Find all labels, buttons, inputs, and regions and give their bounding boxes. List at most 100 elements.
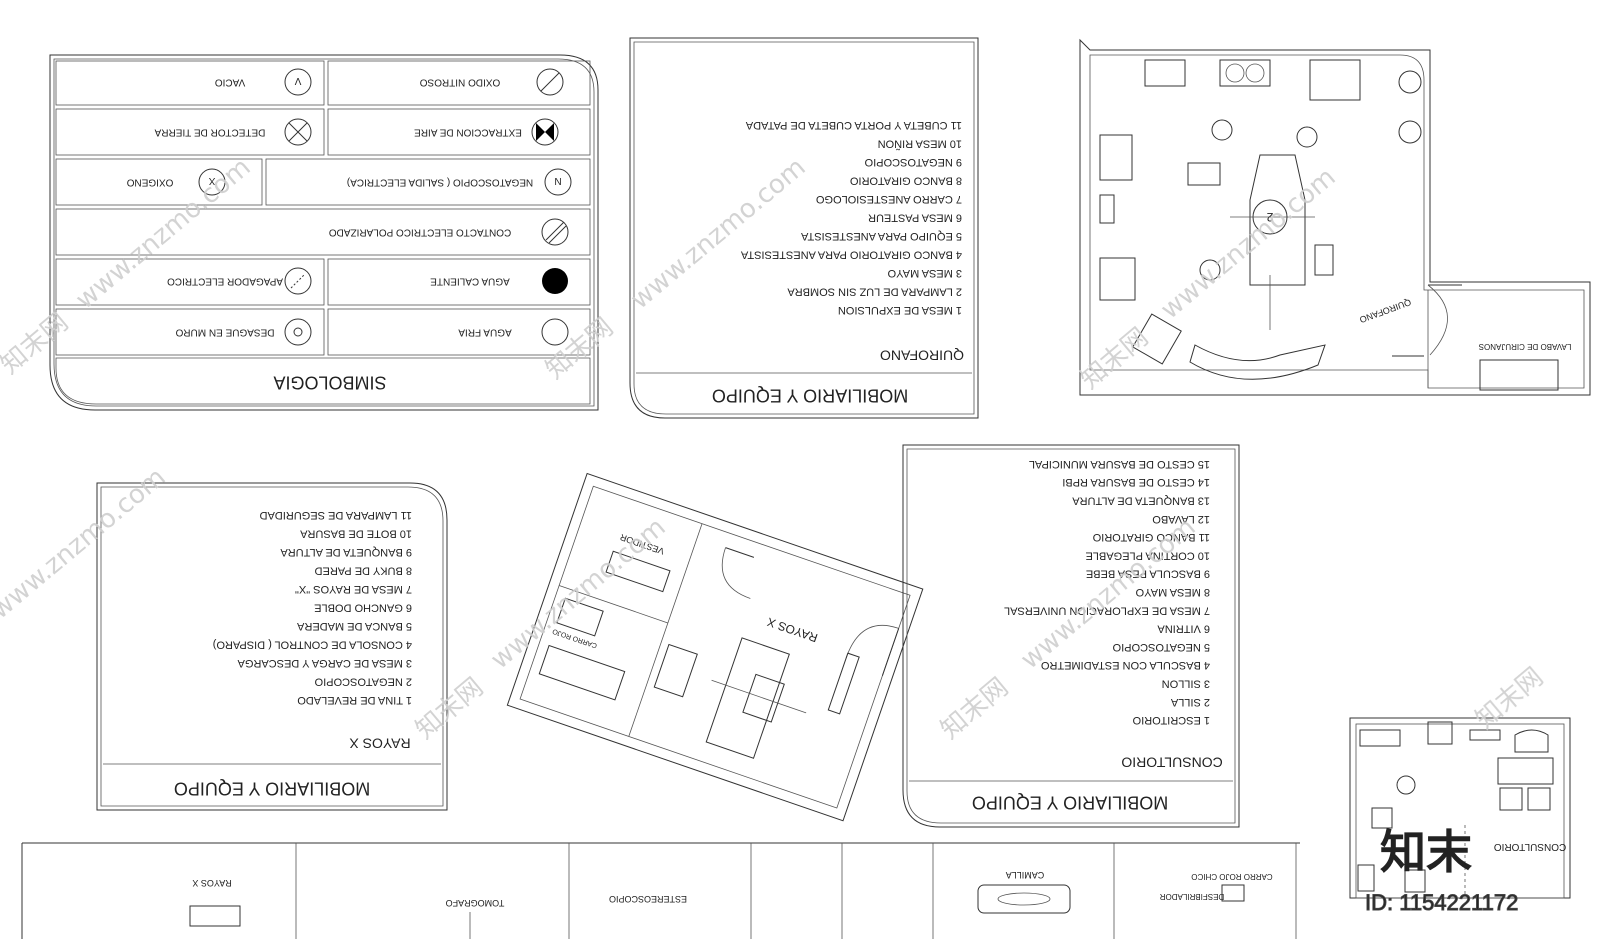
strip-label-desfibrilador: DESFIBRILADOR [1160, 892, 1225, 901]
consultorio-list-item: 15 CESTO DE BASURA MUNICIPAL [1029, 458, 1210, 470]
label-oxido-nitroso: OXIDO NITROSO [419, 76, 500, 87]
negatoscopio-letter: N [554, 175, 561, 186]
quirofano-item-list: 1 MESA DE EXPULSION 2 LAMPARA DE LUZ SIN … [740, 119, 962, 316]
label-negatoscopio: NEGATOSCOPIO ( SALIDA ELECTRICA) [347, 176, 533, 187]
watermark-site-4: www.znzmo.com [0, 462, 172, 625]
consultorio-list-item: 14 CESTO DE BASURA RPBI [1062, 476, 1210, 488]
consultorio-equipment-panel: MOBILIARIO Y EQUIPO CONSULTORIO 1 ESCRIT… [902, 444, 1240, 828]
znzmo-logo: 知末 ID: 1154221172 [1365, 825, 1519, 915]
label-oxigeno: OXIGENO [126, 176, 173, 187]
agua-caliente-icon [542, 268, 568, 294]
id-label: ID: 1154221172 [1365, 890, 1518, 915]
rayos-list-item: 2 NEGATOSCOPIO [314, 676, 412, 688]
watermark-layer: 知末网 www.znzmo.com 知末网 www.znzmo.com 知末网 … [0, 152, 1549, 745]
watermark-brand-3: 知末网 [1075, 322, 1154, 395]
apagador-icon [284, 267, 312, 295]
rayos-list-item: 5 BANCA DE MADERA [296, 620, 412, 632]
lavabo-label: LAVABO DE CIRUJANOS [1479, 342, 1572, 351]
desague-icon [284, 318, 312, 346]
consultorio-list-item: 1 ESCRITORIO [1132, 714, 1210, 726]
watermark-site-3: www.znzmo.com [1155, 162, 1341, 325]
rayos-list-subtitle: RAYOS X [349, 735, 411, 751]
quirofano-list-item: 3 MESA MAYO [887, 267, 962, 279]
label-agua-caliente: AGUA CALIENTE [430, 275, 510, 286]
consultorio-floor-plan: CONSULTORIO [1349, 717, 1571, 899]
symbology-title: SIMBOLOGIA [273, 372, 386, 392]
negatoscopio-icon [544, 168, 572, 196]
consultorio-list-item: 3 SILLON [1162, 677, 1210, 689]
consultorio-list-subtitle: CONSULTORIO [1121, 754, 1222, 770]
quirofano-list-item: 7 CARRO ANESTESIOLOGO [815, 193, 962, 205]
rayos-list-item: 8 BUKY DE PARED [315, 565, 412, 577]
quirofano-floor-plan: 2 LAVABO DE CIRUJANOS QUIROFANO [1079, 38, 1591, 396]
quirofano-list-item: 9 NEGATOSCOPIO [864, 156, 962, 168]
strip-label-estereoscopio: ESTEREOSCOPIO [609, 894, 687, 904]
quirofano-list-item: 11 CUBETA Y PORTA CUBETA DE PATADA [745, 119, 962, 131]
watermark-brand-4: 知末网 [410, 672, 489, 745]
rayos-floor-plan: RAYOS X VESTIDOR CARRO ROJO [506, 472, 924, 822]
consultorio-list-item: 6 VITRINA [1157, 623, 1210, 635]
label-apagador: APAGADOR ELECTRICO [167, 275, 283, 286]
rayos-list-item: 1 TINA DE REVELADO [297, 694, 412, 706]
watermark-brand-5: 知末网 [935, 672, 1014, 745]
consultorio-list-item: 2 SILLA [1170, 696, 1210, 708]
rayos-list-header: MOBILIARIO Y EQUIPO [174, 778, 370, 798]
label-detector-tierra: DETECTOR DE TIERRA [154, 126, 265, 137]
quirofano-equipment-panel: MOBILIARIO Y EQUIPO QUIROFANO 1 MESA DE … [629, 37, 979, 419]
label-vacio: VACIO [215, 76, 246, 87]
oxigeno-icon [198, 168, 226, 196]
contacto-icon [541, 218, 569, 246]
consultorio-list-item: 11 BANCO GIRATORIO [1092, 531, 1210, 543]
consultorio-list-header: MOBILIARIO Y EQUIPO [972, 792, 1168, 812]
strip-label-tomografo: TOMOGRAFO [446, 898, 505, 908]
quirofano-list-subtitle: QUIROFANO [880, 347, 964, 363]
equipment-block-strip: RAYOS X TOMOGRAFO ESTEREOSCOPIO CAMILLA … [21, 842, 1300, 939]
detector-tierra-icon [284, 118, 312, 146]
consultorio-list-item: 13 BANQUETA DE ALTURA [1072, 494, 1210, 506]
rayos-list-item: 10 BOTE DE BASURA [299, 528, 412, 540]
rayos-list-item: 3 MESA DE CARGA Y DESCARGA [237, 657, 412, 669]
watermark-brand-2: 知末网 [540, 312, 619, 385]
consultorio-list-item: 12 LAVABO [1152, 513, 1210, 525]
watermark-site-2: www.znzmo.com [625, 152, 811, 315]
extraccion-aire-icon [531, 118, 559, 146]
label-desague: DESAGUE EN MURO [175, 326, 274, 337]
consultorio-list-item: 9 BASCULA PESA BEBE [1086, 568, 1210, 580]
oxido-nitroso-icon [536, 68, 564, 96]
watermark-site-5: www.znzmo.com [485, 512, 671, 675]
rayos-equipment-panel: MOBILIARIO Y EQUIPO RAYOS X 1 TINA DE RE… [96, 482, 448, 811]
consultorio-plan-label: CONSULTORIO [1494, 841, 1567, 852]
label-agua-fria: AGUA FRIA [458, 326, 512, 337]
rayos-list-item: 4 CONSOLA DE CONTROL ( DISPARO) [213, 639, 412, 651]
oxigeno-letter: X [208, 175, 215, 186]
rayos-item-list: 1 TINA DE REVELADO 2 NEGATOSCOPIO 3 MESA D… [213, 509, 412, 706]
quirofano-list-item: 6 MESA PASTEUR [868, 212, 962, 224]
quirofano-list-item: 8 BANCO GIRATORIO [849, 175, 962, 187]
rayos-list-item: 9 BANQUETA DE ALTURA [280, 546, 412, 558]
logo-text: 知末 [1380, 826, 1472, 878]
symbology-panel: V VACIO OXIDO NITROSO DETECTOR DE TIERRA… [49, 54, 599, 411]
consultorio-list-item: 7 MESA DE EXPLORACION UNIVERSAL [1004, 604, 1210, 616]
quirofano-list-item: 5 EQUIPO PARA ANESTESISTA [800, 230, 962, 242]
rayos-list-item: 11 LAMPARA DE SEGURIDAD [260, 509, 412, 521]
strip-label-rayos: RAYOS X [192, 878, 231, 888]
watermark-brand-1: 知末网 [0, 307, 74, 380]
consultorio-list-item: 5 NEGATOSCOPIO [1112, 641, 1210, 653]
rayos-plan-label: RAYOS X [765, 615, 819, 645]
consultorio-list-item: 10 CORTINA PLEGABLE [1085, 549, 1210, 561]
quirofano-list-header: MOBILIARIO Y EQUIPO [712, 385, 908, 405]
strip-label-carro: CARRO ROJO CHICO [1191, 872, 1272, 881]
quirofano-plan-label: QUIROFANO [1358, 297, 1412, 325]
rayos-list-item: 7 MESA DE RAYOS "X" [295, 583, 412, 595]
quirofano-list-item: 1 MESA DE EXPULSION [838, 304, 962, 316]
vacio-icon [284, 68, 312, 96]
quirofano-list-item: 4 BANCO GIRATORIO PARA ANESTESISTA [740, 249, 962, 261]
label-contacto: CONTACTO ELECTRICO POLARIZADO [329, 226, 512, 237]
quirofano-list-item: 10 MESA RIÑON [878, 138, 962, 151]
strip-label-camilla: CAMILLA [1006, 870, 1045, 880]
quirofano-list-item: 2 LAMPARA DE LUZ SIN SOMBRA [787, 286, 962, 298]
agua-fria-icon [541, 318, 569, 346]
label-extraccion-aire: EXTRACCION DE AIRE [414, 126, 522, 137]
